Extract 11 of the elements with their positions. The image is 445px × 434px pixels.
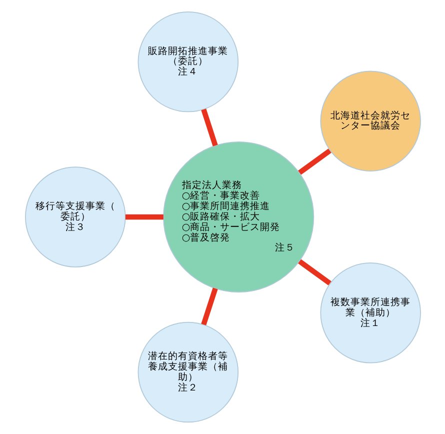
- node-circle: 潜在的有資格者等養成支援事業（補助） 注２: [137, 322, 238, 423]
- connector: [124, 214, 163, 220]
- node-circle: 複数事業所連携事業（補助） 注１: [320, 262, 420, 364]
- connector: [298, 259, 331, 286]
- node-circle: 移行等支援事業（委託） 注３: [24, 166, 126, 268]
- node-circle: 北海道社会就労センター協議会: [320, 70, 420, 172]
- connector: [200, 288, 218, 326]
- connector: [200, 108, 218, 146]
- node-circle: 指定法人業務 ○経営・事業改善 ○事業所間連携推進 ○販路確保・拡大 ○商品・サービス開発 ○普及啓発 注５: [162, 141, 314, 293]
- node-circle: 販路開拓推進事業（委託） 注４: [137, 11, 238, 112]
- connector: [298, 148, 331, 175]
